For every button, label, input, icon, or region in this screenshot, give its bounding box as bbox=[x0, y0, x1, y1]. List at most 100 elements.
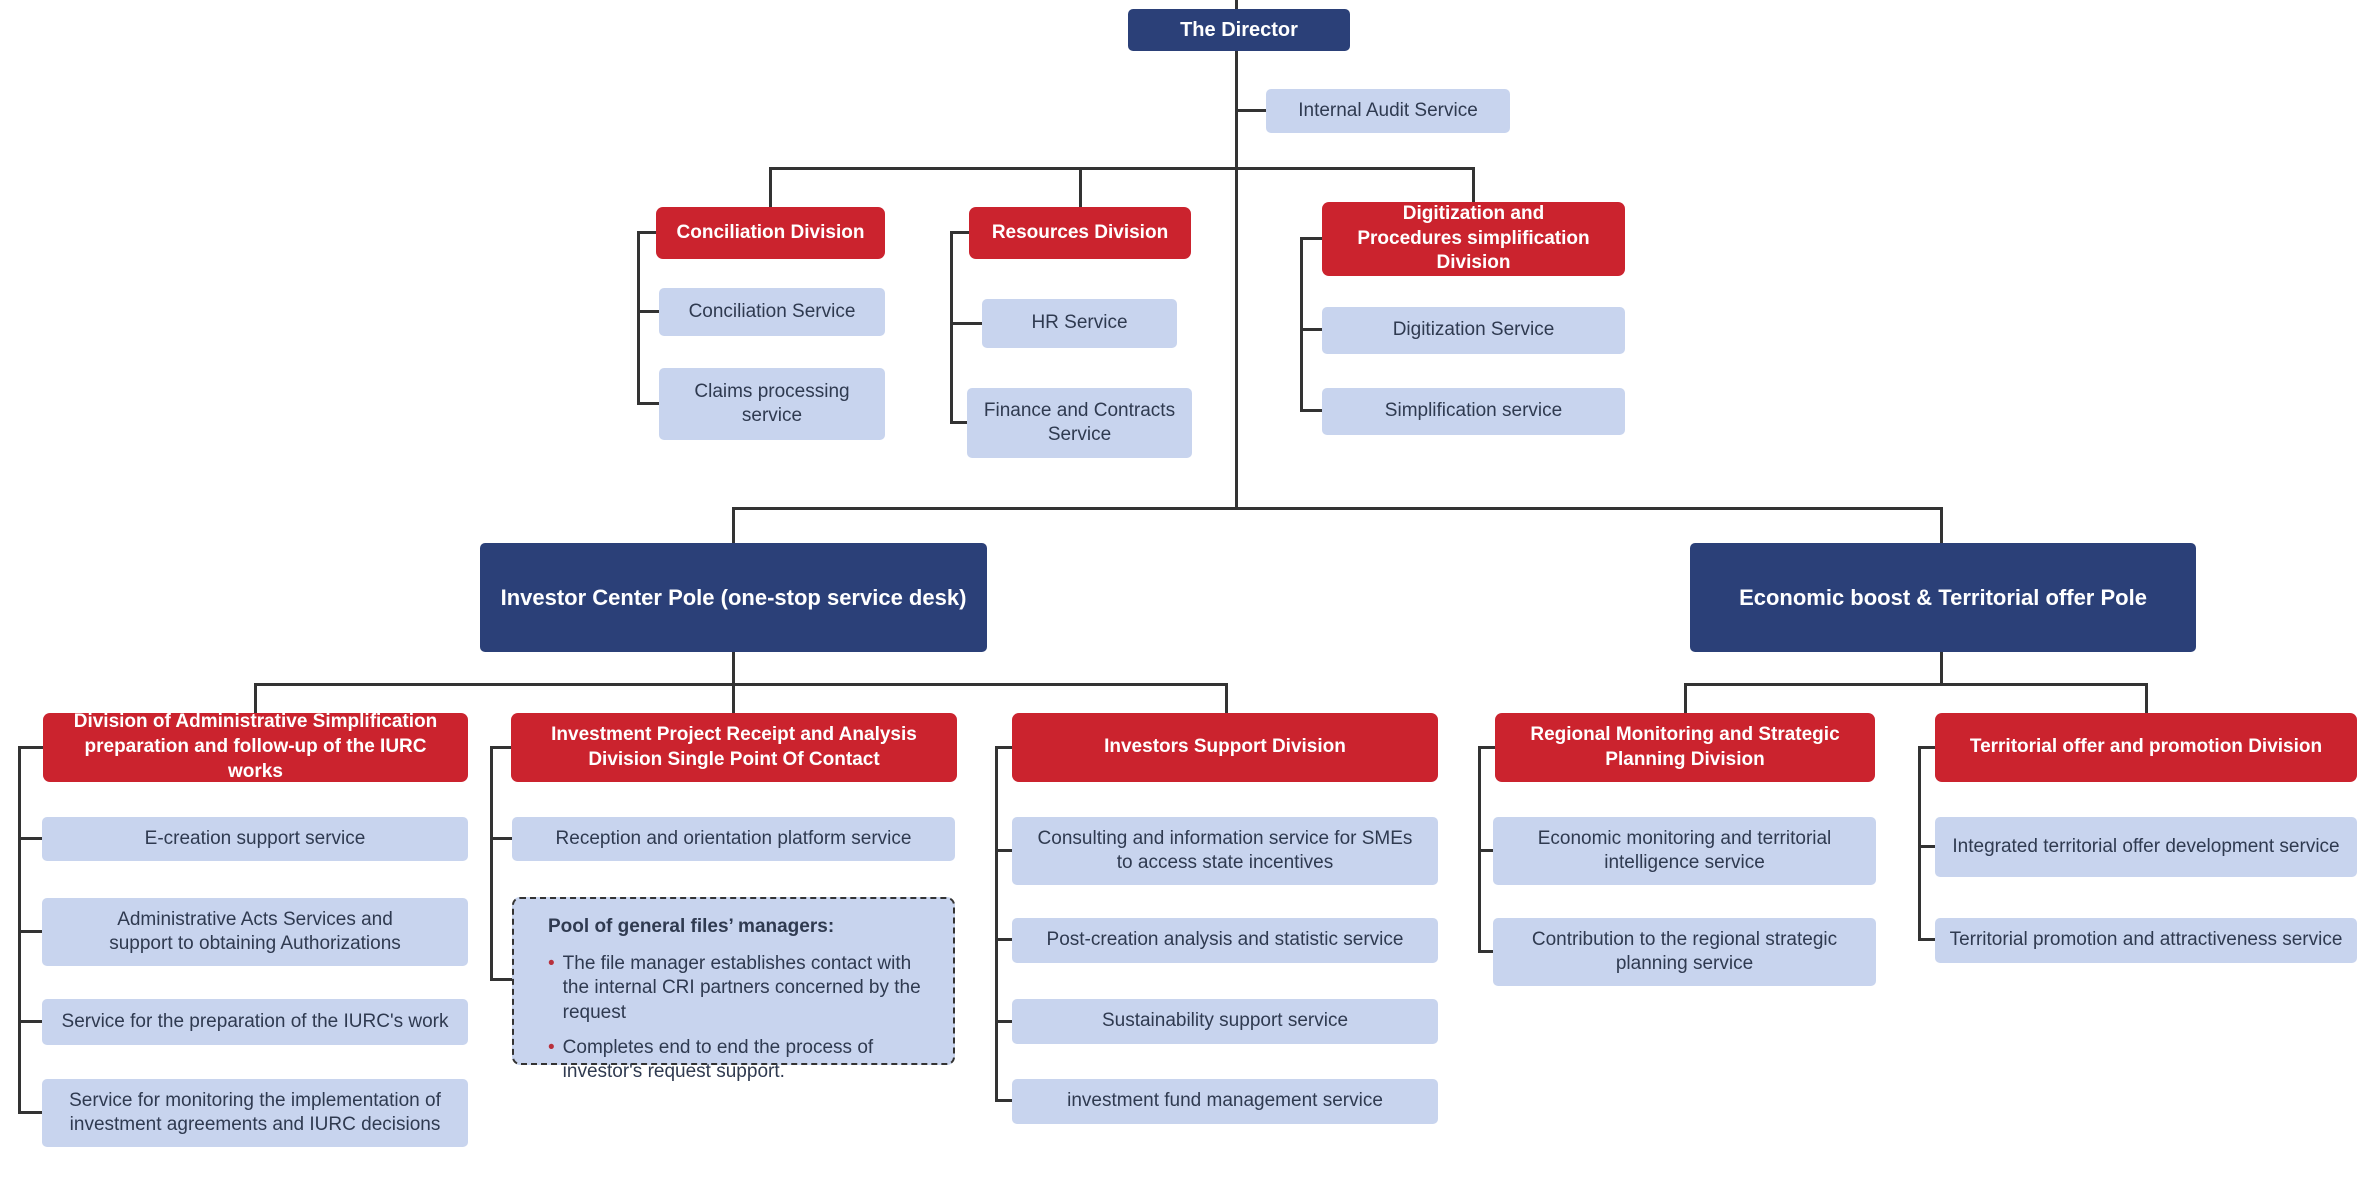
bullet-icon: • bbox=[548, 952, 555, 974]
connector-line bbox=[1225, 683, 1228, 713]
connector-line bbox=[637, 402, 659, 405]
connector-line bbox=[18, 930, 42, 933]
pool-of-general-files-managers-box: Pool of general files’ managers: • The f… bbox=[512, 897, 955, 1082]
service-label: Reception and orientation platform servi… bbox=[555, 827, 912, 849]
connector-line bbox=[18, 746, 43, 749]
connector-line bbox=[1478, 746, 1495, 749]
service-box-digitization-service: Digitization Service bbox=[1322, 307, 1625, 354]
connector-line bbox=[732, 683, 735, 713]
connector-line bbox=[637, 231, 640, 405]
connector-line bbox=[1684, 683, 1687, 713]
connector-line bbox=[1940, 507, 1943, 543]
division-box-resources: Resources Division bbox=[969, 207, 1191, 259]
connector-line bbox=[995, 938, 1012, 941]
connector-line bbox=[1300, 237, 1322, 240]
service-label: E-creation support service bbox=[144, 827, 366, 849]
connector-line bbox=[490, 746, 493, 981]
service-label: Conciliation Service bbox=[688, 300, 856, 322]
internal-audit-service-label: Internal Audit Service bbox=[1298, 99, 1478, 121]
pole-label: Economic boost & Territorial offer Pole bbox=[1739, 584, 2147, 610]
connector-line bbox=[995, 746, 1012, 749]
service-box-administrative-acts: Administrative Acts Services and support… bbox=[42, 898, 468, 966]
connector-line bbox=[254, 683, 257, 713]
director-box: The Director bbox=[1128, 9, 1350, 51]
connector-line bbox=[769, 167, 1475, 170]
service-label: Digitization Service bbox=[1392, 319, 1555, 341]
connector-line bbox=[1918, 845, 1935, 848]
service-box-reception-orientation: Reception and orientation platform servi… bbox=[512, 817, 955, 861]
service-label: Post-creation analysis and statistic ser… bbox=[1046, 929, 1404, 951]
connector-line bbox=[490, 746, 511, 749]
pool-bullet-text: The file manager establishes contact wit… bbox=[562, 952, 921, 1024]
service-label: Finance and Contracts Service bbox=[983, 399, 1176, 445]
division-box-territorial-offer: Territorial offer and promotion Division bbox=[1935, 713, 2357, 782]
connector-line bbox=[637, 231, 656, 234]
connector-line bbox=[1235, 51, 1238, 510]
division-label: Division of Administrative Simplificatio… bbox=[73, 711, 438, 782]
service-box-e-creation: E-creation support service bbox=[42, 817, 468, 861]
connector-line bbox=[490, 837, 512, 840]
service-box-investment-fund: investment fund management service bbox=[1012, 1079, 1438, 1124]
connector-line bbox=[18, 837, 42, 840]
division-box-admin-simplification: Division of Administrative Simplificatio… bbox=[43, 711, 468, 782]
bullet-icon: • bbox=[548, 1036, 555, 1058]
service-label: Sustainability support service bbox=[1101, 1010, 1349, 1032]
connector-line bbox=[995, 746, 998, 1102]
service-label: investment fund management service bbox=[1067, 1090, 1383, 1112]
pool-bullet-item: • The file manager establishes contact w… bbox=[548, 952, 931, 1026]
connector-line bbox=[1478, 849, 1495, 852]
pole-label: Investor Center Pole (one-stop service d… bbox=[500, 584, 967, 610]
service-box-iurc-preparation: Service for the preparation of the IURC'… bbox=[42, 999, 468, 1045]
service-label: Simplification service bbox=[1384, 400, 1563, 422]
connector-line bbox=[769, 167, 772, 207]
division-label: Investment Project Receipt and Analysis … bbox=[551, 723, 917, 770]
division-box-regional-monitoring: Regional Monitoring and Strategic Planni… bbox=[1495, 713, 1875, 782]
pole-box-economic-boost: Economic boost & Territorial offer Pole bbox=[1690, 543, 2196, 652]
service-label: Service for monitoring the implementatio… bbox=[69, 1089, 441, 1135]
service-label: Economic monitoring and territorial inte… bbox=[1537, 827, 1832, 873]
service-box-simplification-service: Simplification service bbox=[1322, 388, 1625, 435]
connector-line bbox=[950, 322, 982, 325]
service-box-finance-contracts: Finance and Contracts Service bbox=[967, 388, 1192, 458]
service-box-claims-processing: Claims processing service bbox=[659, 368, 885, 440]
pool-bullet-text: Completes end to end the process of inve… bbox=[562, 1036, 874, 1083]
internal-audit-service-box: Internal Audit Service bbox=[1266, 89, 1510, 133]
division-label: Digitization and Procedures simplificati… bbox=[1357, 202, 1590, 274]
connector-line bbox=[1940, 652, 1943, 685]
service-label: Contribution to the regional strategic p… bbox=[1531, 928, 1838, 974]
connector-line bbox=[1918, 746, 1921, 941]
connector-line bbox=[950, 231, 953, 424]
service-box-regional-strategic-planning: Contribution to the regional strategic p… bbox=[1493, 918, 1876, 986]
connector-line bbox=[1918, 746, 1935, 749]
division-label: Resources Division bbox=[991, 221, 1169, 243]
service-label: Service for the preparation of the IURC'… bbox=[61, 1010, 449, 1032]
service-box-sustainability-support: Sustainability support service bbox=[1012, 999, 1438, 1044]
connector-line bbox=[1918, 938, 1935, 941]
connector-line bbox=[1684, 683, 2148, 686]
division-box-investors-support: Investors Support Division bbox=[1012, 713, 1438, 782]
service-box-conciliation-service: Conciliation Service bbox=[659, 288, 885, 336]
connector-line bbox=[18, 1020, 42, 1023]
division-box-digitization: Digitization and Procedures simplificati… bbox=[1322, 202, 1625, 276]
service-box-post-creation-analysis: Post-creation analysis and statistic ser… bbox=[1012, 918, 1438, 963]
service-label: Territorial promotion and attractiveness… bbox=[1949, 929, 2343, 951]
connector-line bbox=[732, 652, 735, 685]
service-label: Consulting and information service for S… bbox=[1037, 827, 1413, 873]
connector-line bbox=[1236, 109, 1266, 112]
connector-line bbox=[732, 507, 1943, 510]
pole-box-investor-center: Investor Center Pole (one-stop service d… bbox=[480, 543, 987, 652]
service-box-territorial-promotion: Territorial promotion and attractiveness… bbox=[1935, 918, 2357, 963]
connector-line bbox=[18, 1111, 42, 1114]
connector-line bbox=[950, 231, 969, 234]
connector-line bbox=[1478, 950, 1495, 953]
connector-line bbox=[1079, 167, 1082, 207]
service-label: HR Service bbox=[1031, 312, 1128, 334]
pool-title: Pool of general files’ managers: bbox=[548, 916, 835, 937]
connector-line bbox=[637, 310, 659, 313]
connector-line bbox=[490, 978, 512, 981]
connector-line bbox=[2145, 683, 2148, 713]
connector-line bbox=[995, 849, 1012, 852]
division-label: Conciliation Division bbox=[676, 221, 865, 243]
service-label: Integrated territorial offer development… bbox=[1952, 835, 2340, 857]
